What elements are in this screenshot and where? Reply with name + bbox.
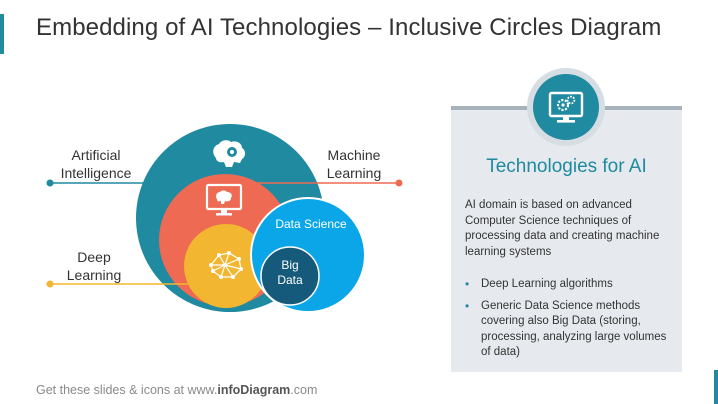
info-panel xyxy=(451,107,682,372)
panel-icon-badge xyxy=(533,74,599,140)
brain-gear-icon xyxy=(213,140,245,167)
label-bd-line2: Data xyxy=(277,273,303,287)
panel-body-text: AI domain is based on advanced Computer … xyxy=(465,199,660,258)
bullet-icon: • xyxy=(465,277,470,291)
label-ml-line2: Learning xyxy=(326,165,382,181)
label-ml-line1: Machine xyxy=(327,147,381,163)
list-item: • Generic Data Science methods covering … xyxy=(465,299,677,361)
label-dl-line1: Deep xyxy=(77,249,111,265)
footer-credit: Get these slides & icons at www.infoDiag… xyxy=(36,383,317,397)
bullet-icon: • xyxy=(465,298,470,313)
page-title: Embedding of AI Technologies – Inclusive… xyxy=(36,14,662,41)
label-dl-line2: Learning xyxy=(66,267,122,283)
ml-connector-dot xyxy=(395,179,403,187)
left-accent-bar xyxy=(0,14,4,54)
label-artificial-intelligence: Artificial Intelligence xyxy=(46,146,146,182)
monitor-brain-icon xyxy=(205,183,243,216)
label-bd-line1: Big xyxy=(281,258,299,272)
footer-suffix: .com xyxy=(290,383,318,397)
list-item-text: Generic Data Science methods covering al… xyxy=(481,299,667,359)
label-big-data: Big Data xyxy=(265,258,315,288)
label-ai-line1: Artificial xyxy=(71,147,121,163)
right-accent-bar xyxy=(714,370,718,404)
label-data-science: Data Science xyxy=(275,217,347,231)
label-machine-learning: Machine Learning xyxy=(318,146,390,182)
label-ai-line2: Intelligence xyxy=(60,165,132,181)
list-item: • Deep Learning algorithms xyxy=(465,277,677,293)
footer-brand: infoDiagram xyxy=(217,383,291,397)
panel-title: Technologies for AI xyxy=(486,156,647,177)
footer-prefix: Get these slides & icons at www. xyxy=(36,383,218,397)
label-deep-learning: Deep Learning xyxy=(48,248,140,284)
dl-connector-dot xyxy=(46,280,54,288)
big-data-circle xyxy=(260,246,320,306)
list-item-text: Deep Learning algorithms xyxy=(481,278,613,290)
ai-connector-dot xyxy=(46,179,54,187)
panel-bullet-list: • Deep Learning algorithms • Generic Dat… xyxy=(465,277,677,367)
monitor-gears-icon xyxy=(548,91,584,123)
neural-network-icon xyxy=(209,251,243,279)
